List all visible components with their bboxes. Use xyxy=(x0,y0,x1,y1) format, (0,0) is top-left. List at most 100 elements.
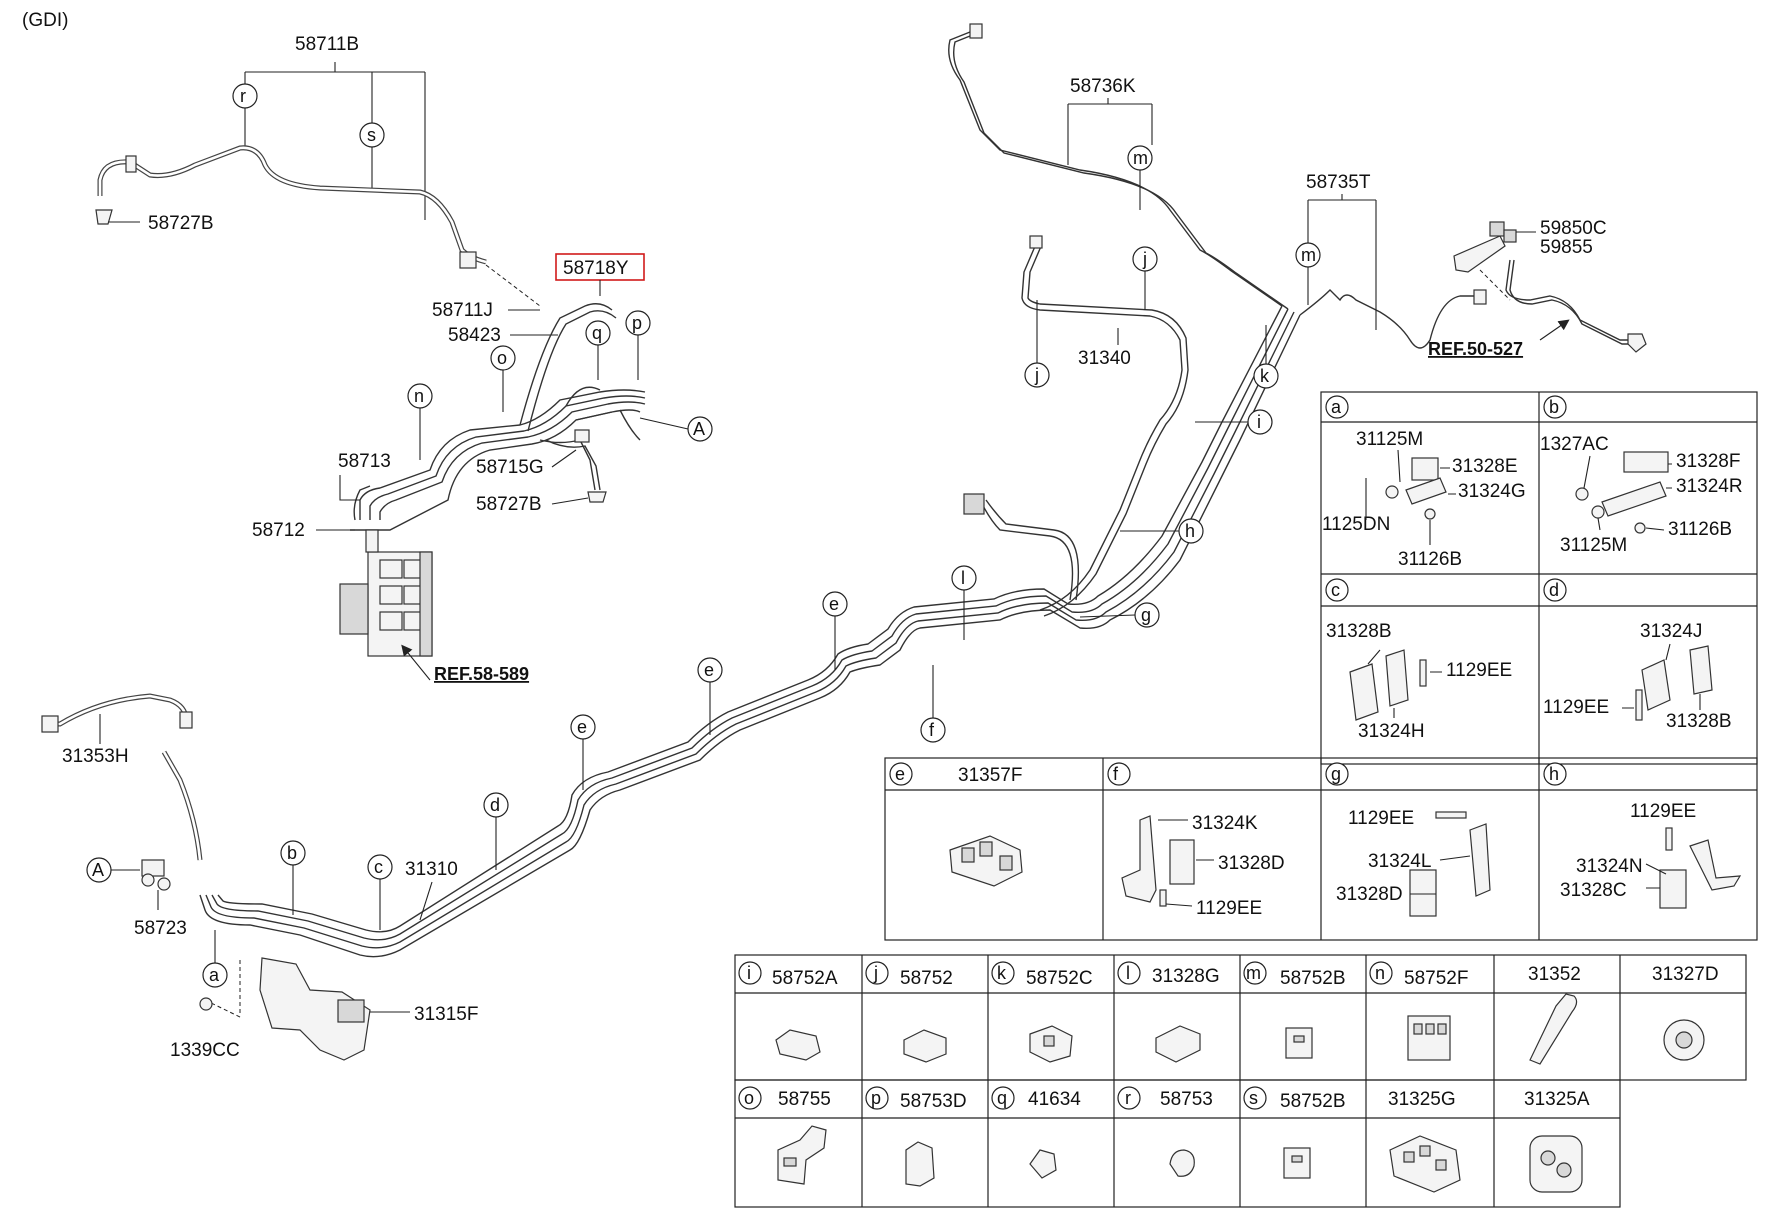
callout-f: f xyxy=(929,720,935,740)
row2-cell4-part[interactable]: 58753 xyxy=(1160,1089,1213,1110)
part-label-58711J[interactable]: 58711J xyxy=(432,300,493,321)
part-label-59855[interactable]: 59855 xyxy=(1540,237,1593,258)
panel-e-part-1[interactable]: 31357F xyxy=(958,765,1022,786)
part-label-58423[interactable]: 58423 xyxy=(448,325,501,346)
part-label-58712[interactable]: 58712 xyxy=(252,520,305,541)
clip-58755-img[interactable] xyxy=(777,1125,827,1185)
panel-d[interactable]: d 31324J 1129EE 31328B xyxy=(1543,578,1732,732)
part-label-31310[interactable]: 31310 xyxy=(405,859,458,880)
clip-58723[interactable] xyxy=(141,859,171,891)
row2-cell6-part[interactable]: 31325G xyxy=(1388,1089,1456,1110)
bracket-59850C[interactable] xyxy=(1453,221,1517,273)
part-label-31315F[interactable]: 31315F xyxy=(414,1004,478,1025)
part-label-58727B-mid[interactable]: 58727B xyxy=(476,494,542,515)
row2-cell7-part[interactable]: 31325A xyxy=(1524,1089,1590,1110)
row2-cell2-part[interactable]: 58753D xyxy=(900,1091,967,1112)
panel-h-part-3[interactable]: 31328C xyxy=(1560,880,1627,901)
row1-cell7-part[interactable]: 31352 xyxy=(1528,964,1581,985)
panel-b-part-1[interactable]: 1327AC xyxy=(1540,434,1609,455)
clip-58752A-img[interactable] xyxy=(775,1029,821,1061)
panel-f-part-1[interactable]: 31324K xyxy=(1192,813,1258,834)
panel-b[interactable]: b 1327AC 31328F 31324R 31125M 31126B xyxy=(1540,395,1743,556)
clip-58753D-img[interactable] xyxy=(905,1141,935,1187)
panel-g-part-2[interactable]: 31324L xyxy=(1368,851,1431,872)
row1-cell2-part[interactable]: 58752 xyxy=(900,968,953,989)
part-label-31353H[interactable]: 31353H xyxy=(62,746,129,767)
insulator-31325A-img[interactable] xyxy=(1529,1135,1583,1193)
panel-f-part-3[interactable]: 1129EE xyxy=(1196,898,1262,919)
panel-h[interactable]: h 1129EE 31324N 31328C xyxy=(1543,762,1742,909)
part-label-58718Y[interactable]: 58718Y xyxy=(563,258,629,279)
part-label-58715G[interactable]: 58715G xyxy=(476,457,544,478)
panel-a-part-4[interactable]: 1125DN xyxy=(1322,514,1390,535)
bracket-31315F[interactable] xyxy=(259,957,371,1061)
part-label-31340[interactable]: 31340 xyxy=(1078,348,1131,369)
panel-b-part-2[interactable]: 31328F xyxy=(1676,451,1740,472)
panel-a-part-5[interactable]: 31126B xyxy=(1398,549,1462,570)
brake-line-58711B-group: 58711B r s 58727B xyxy=(95,34,541,307)
panel-c-part-3[interactable]: 31324H xyxy=(1358,721,1425,742)
row2-cell3-letter: q xyxy=(997,1088,1007,1108)
part-label-58736K[interactable]: 58736K xyxy=(1070,76,1136,97)
row2-cell5-letter: s xyxy=(1249,1088,1258,1108)
panel-b-part-4[interactable]: 31125M xyxy=(1560,535,1627,556)
callout-l: l xyxy=(961,568,965,588)
row1-cell8-part[interactable]: 31327D xyxy=(1652,964,1719,985)
panel-h-part-2[interactable]: 31324N xyxy=(1576,856,1643,877)
row1-cell4-part[interactable]: 31328G xyxy=(1152,966,1220,987)
clip-31325G-img[interactable] xyxy=(1389,1135,1461,1193)
row1-cell3-part[interactable]: 58752C xyxy=(1026,968,1093,989)
row1-cell6-part[interactable]: 58752F xyxy=(1404,968,1468,989)
clip-31328G-img[interactable] xyxy=(1155,1025,1201,1063)
part-label-1339CC[interactable]: 1339CC xyxy=(170,1040,240,1061)
panel-e[interactable]: e 31357F xyxy=(889,762,1023,887)
panel-c-part-1[interactable]: 31328B xyxy=(1326,621,1392,642)
panel-g-part-3[interactable]: 31328D xyxy=(1336,884,1403,905)
row1-cell1-part[interactable]: 58752A xyxy=(772,968,838,989)
panel-h-part-1[interactable]: 1129EE xyxy=(1630,801,1696,822)
part-label-58711B[interactable]: 58711B xyxy=(295,34,359,55)
panel-d-part-3[interactable]: 31328B xyxy=(1666,711,1732,732)
clip-58753-img[interactable] xyxy=(1169,1149,1195,1177)
panel-g-part-1[interactable]: 1129EE xyxy=(1348,808,1414,829)
clip-58752B-img[interactable] xyxy=(1285,1027,1313,1059)
row1-cell5-part[interactable]: 58752B xyxy=(1280,968,1346,989)
table-row-2: o 58755 p 58753D q 41634 r 58753 s 58752… xyxy=(738,1086,1590,1112)
clip-58752B-2-img[interactable] xyxy=(1283,1147,1311,1179)
panel-a-part-1[interactable]: 31125M xyxy=(1356,429,1423,450)
ref-50-527[interactable]: REF.50-527 xyxy=(1428,339,1523,359)
panel-d-part-2[interactable]: 1129EE xyxy=(1543,697,1609,718)
callout-i: i xyxy=(1257,412,1261,432)
panel-c[interactable]: c 31328B 1129EE 31324H xyxy=(1325,578,1512,742)
panel-f[interactable]: f 31324K 31328D 1129EE xyxy=(1107,762,1285,919)
part-label-58713[interactable]: 58713 xyxy=(338,451,391,472)
panel-g[interactable]: g 1129EE 31324L 31328D xyxy=(1325,762,1491,917)
part-label-59850C[interactable]: 59850C xyxy=(1540,218,1607,239)
clip-58752F-img[interactable] xyxy=(1407,1015,1451,1061)
row2-cell5-part[interactable]: 58752B xyxy=(1280,1091,1346,1112)
panel-a[interactable]: a 31125M 31328E 31324G 1125DN 31126B xyxy=(1322,395,1526,570)
callout-n: n xyxy=(414,386,424,406)
ref-58-589[interactable]: REF.58-589 xyxy=(434,664,529,684)
hose-31352-img[interactable] xyxy=(1529,993,1578,1065)
panel-f-part-2[interactable]: 31328D xyxy=(1218,853,1285,874)
panel-d-part-1[interactable]: 31324J xyxy=(1640,621,1702,642)
row2-cell3-part[interactable]: 41634 xyxy=(1028,1089,1081,1110)
panel-a-part-3[interactable]: 31324G xyxy=(1458,481,1526,502)
callout-m-2: m xyxy=(1301,245,1316,265)
panel-a-part-2[interactable]: 31328E xyxy=(1452,456,1518,477)
panel-c-part-2[interactable]: 1129EE xyxy=(1446,660,1512,681)
panel-b-part-5[interactable]: 31126B xyxy=(1668,519,1732,540)
part-58718Y-highlighted[interactable]: 58718Y xyxy=(555,253,645,296)
row2-cell1-part[interactable]: 58755 xyxy=(778,1089,831,1110)
part-label-58727B-top[interactable]: 58727B xyxy=(148,213,214,234)
part-label-58723[interactable]: 58723 xyxy=(134,918,187,939)
callout-A-left: A xyxy=(92,860,104,880)
panel-b-part-3[interactable]: 31324R xyxy=(1676,476,1743,497)
clip-41634-img[interactable] xyxy=(1029,1149,1057,1179)
part-label-58735T[interactable]: 58735T xyxy=(1306,172,1371,193)
abs-unit[interactable] xyxy=(339,529,433,657)
clip-58752-img[interactable] xyxy=(903,1029,947,1063)
callout-e-3: e xyxy=(829,594,839,614)
